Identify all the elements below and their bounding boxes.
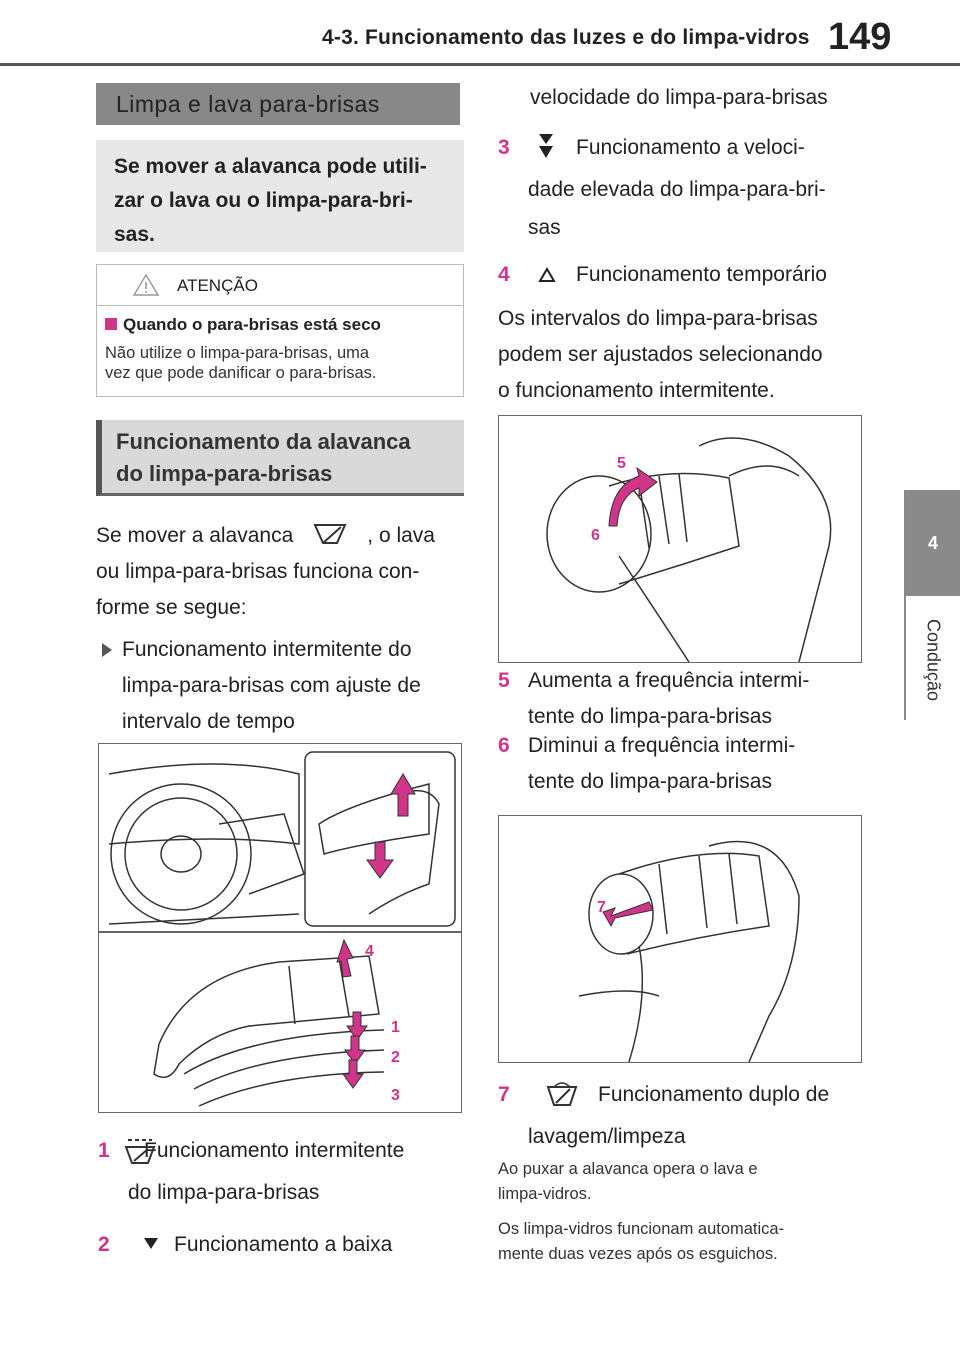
note-pull-lever: Ao puxar a alavanca opera o lava e limpa… [498, 1157, 868, 1207]
section-heading-lever-operation: Funcionamento da alavanca do limpa-para-… [96, 420, 464, 496]
item-number: 4 [498, 263, 510, 286]
callout-6: 6 [591, 527, 600, 544]
continued-line: velocidade do limpa-para-brisas [530, 86, 828, 109]
chapter-number: 4 [927, 532, 938, 553]
lever-illustration: 4 1 2 3 [99, 751, 461, 1107]
intro-box: Se mover a alavanca pode utili- zar o la… [96, 140, 464, 252]
intro-line: sas. [114, 223, 155, 246]
low-speed-icon [144, 1238, 158, 1249]
item-line: Funcionamento temporário [576, 263, 827, 286]
paragraph-intervals: Os intervalos do limpa-para-brisas podem… [498, 301, 868, 409]
callout-2: 2 [391, 1049, 400, 1066]
item-line: lavagem/limpeza [528, 1125, 686, 1148]
warning-header: ATENÇÃO [97, 265, 463, 306]
item-number: 2 [98, 1233, 110, 1256]
warning-box: ATENÇÃO Quando o para-brisas está seco N… [96, 264, 464, 397]
page-number: 149 [828, 16, 892, 58]
callout-4: 4 [365, 943, 374, 960]
washer-illustration: 7 [578, 840, 800, 1063]
list-item-7: 7 Funcionamento duplo de lavagem/limpeza [498, 1077, 868, 1155]
bullet-line: limpa-para-brisas com ajuste de [122, 674, 421, 697]
bullet-line: Funcionamento intermitente do [122, 638, 412, 661]
list-item-3: 3 Funcionamento a veloci- dade elevada d… [498, 130, 868, 246]
figure-interval-adjust: 5 6 [498, 415, 862, 663]
item-line: Diminui a frequência intermi- [528, 734, 796, 757]
chapter-label-text: Condução [923, 618, 944, 702]
item-number: 6 [498, 734, 510, 757]
intro-line: zar o lava ou o limpa-para-bri- [114, 189, 413, 212]
warning-subheading: Quando o para-brisas está seco [105, 315, 381, 335]
warning-triangle-icon [133, 273, 159, 296]
note-line: limpa-vidros. [498, 1185, 592, 1203]
chapter-tab: 4 [906, 490, 960, 596]
paragraph-line: podem ser ajustados selecionando [498, 343, 823, 366]
item-line: Aumenta a frequência intermi- [528, 669, 810, 692]
callout-7: 7 [597, 899, 606, 916]
paragraph-line: forme se segue: [96, 596, 247, 619]
callout-1: 1 [391, 1019, 400, 1036]
note-auto-wipe: Os limpa-vidros funcionam automatica- me… [498, 1217, 868, 1267]
item-line: tente do limpa-para-brisas [528, 705, 772, 728]
section-heading-line: do limpa-para-brisas [116, 461, 333, 486]
bullet-intermittent: Funcionamento intermitente do limpa-para… [102, 632, 462, 740]
list-item-5: 5 Aumenta a frequência intermi- tente do… [498, 663, 868, 735]
item-number: 1 [98, 1139, 110, 1162]
paragraph-line: Os intervalos do limpa-para-brisas [498, 307, 818, 330]
paragraph-text: , o lava [367, 524, 435, 547]
note-line: mente duas vezes após os esguichos. [498, 1245, 778, 1263]
item-line: Funcionamento a veloci- [576, 136, 805, 159]
paragraph-lever: Se mover a alavanca , o lava ou limpa-par… [96, 518, 466, 626]
callout-3: 3 [391, 1087, 400, 1104]
header-rule [0, 63, 960, 66]
item-line: sas [528, 216, 561, 239]
wiper-icon [313, 524, 347, 544]
washer-wiper-icon [546, 1082, 578, 1106]
bullet-line: intervalo de tempo [122, 710, 295, 733]
list-item-6: 6 Diminui a frequência intermi- tente do… [498, 728, 868, 800]
intro-line: Se mover a alavanca pode utili- [114, 155, 427, 178]
item-line: do limpa-para-brisas [128, 1181, 320, 1204]
section-heading-wiper-washer: Limpa e lava para-brisas [96, 83, 460, 125]
list-item-1: 1 Funcionamento intermitente do limpa-pa… [98, 1133, 468, 1211]
paragraph-line: o funcionamento intermitente. [498, 379, 775, 402]
high-speed-icon [539, 134, 553, 158]
item-number: 3 [498, 136, 510, 159]
note-line: Os limpa-vidros funcionam automatica- [498, 1220, 785, 1238]
item-line: tente do limpa-para-brisas [528, 770, 772, 793]
item-number: 7 [498, 1083, 510, 1106]
note-line: Ao puxar a alavanca opera o lava e [498, 1160, 758, 1178]
side-tab-rule [904, 490, 906, 720]
intermittent-wiper-icon [124, 1139, 156, 1164]
paragraph-text: Se mover a alavanca [96, 524, 294, 547]
paragraph-line: ou limpa-para-brisas funciona con- [96, 560, 420, 583]
triangle-bullet-icon [102, 643, 112, 657]
item-number: 5 [498, 669, 510, 692]
warning-text-line: Não utilize o limpa-para-brisas, uma [105, 344, 370, 362]
header-title: 4-3. Funcionamento das luzes e do limpa-… [322, 26, 810, 49]
figure-washer-pull: 7 [498, 815, 862, 1063]
warning-text-line: vez que pode danificar o para-brisas. [105, 364, 377, 382]
item-line: Funcionamento duplo de [598, 1083, 830, 1106]
section-heading-line: Funcionamento da alavanca [116, 429, 411, 454]
mist-icon [538, 267, 556, 282]
chapter-label: Condução [906, 600, 960, 720]
square-bullet-icon [105, 318, 117, 330]
item-line: dade elevada do limpa-para-bri- [528, 178, 826, 201]
callout-5: 5 [617, 455, 626, 472]
warning-label: ATENÇÃO [177, 276, 258, 295]
warning-text: Não utilize o limpa-para-brisas, uma vez… [105, 343, 455, 383]
figure-lever-positions: 4 1 2 3 [98, 743, 462, 1113]
list-item-4: 4 Funcionamento temporário [498, 257, 868, 293]
list-item-2: 2 Funcionamento a baixa [98, 1227, 468, 1263]
interval-ring-illustration: 5 6 [546, 437, 832, 663]
warning-subheading-text: Quando o para-brisas está seco [123, 315, 381, 334]
item-line: Funcionamento intermitente [144, 1139, 405, 1162]
item-line: Funcionamento a baixa [174, 1233, 393, 1256]
